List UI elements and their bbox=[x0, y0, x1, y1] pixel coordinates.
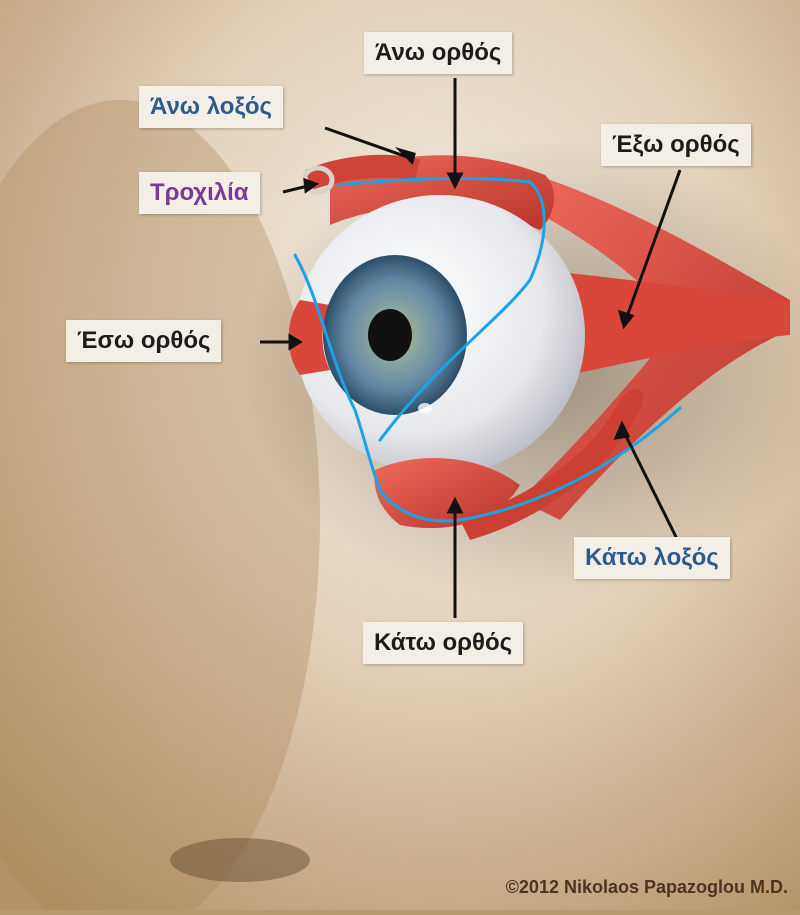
label-lateral-rectus: Έξω ορθός bbox=[601, 124, 751, 166]
label-inferior-oblique: Κάτω λοξός bbox=[574, 537, 730, 579]
label-inferior-rectus: Κάτω ορθός bbox=[363, 622, 523, 664]
label-superior-rectus: Άνω ορθός bbox=[364, 32, 512, 74]
nostril-shadow bbox=[170, 838, 310, 882]
label-medial-rectus: Έσω ορθός bbox=[66, 320, 221, 362]
copyright-credit: ©2012 Nikolaos Papazoglou M.D. bbox=[506, 877, 788, 898]
pupil bbox=[368, 309, 412, 361]
label-superior-oblique: Άνω λοξός bbox=[139, 86, 283, 128]
iris-highlight bbox=[418, 403, 432, 413]
label-trochlea: Τροχιλία bbox=[139, 172, 260, 214]
